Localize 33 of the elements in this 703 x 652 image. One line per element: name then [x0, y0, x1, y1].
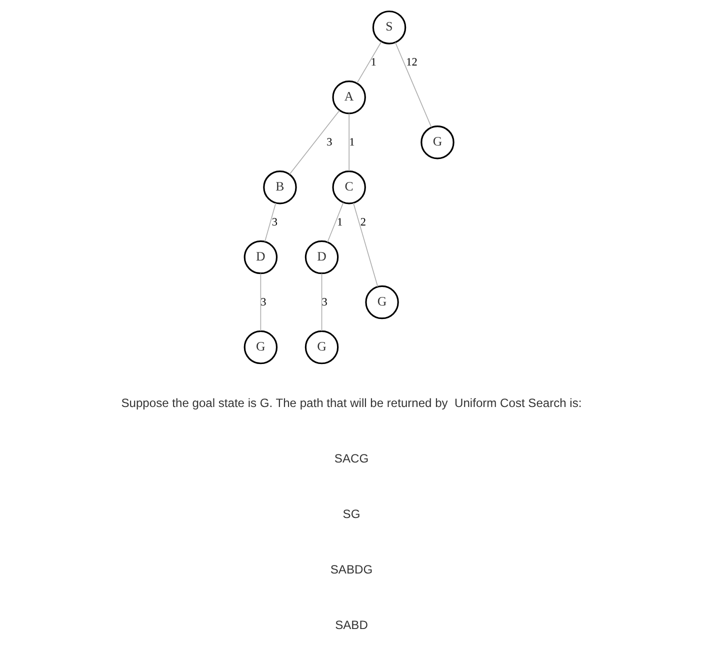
edge-label: 3 — [326, 136, 332, 148]
label: SABD — [335, 618, 368, 632]
connector — [327, 202, 344, 243]
edge-label: 12 — [406, 56, 418, 68]
edge-label: 3 — [322, 296, 328, 308]
node-circle: B — [263, 170, 297, 204]
connector — [348, 113, 350, 172]
node-circle: G — [420, 125, 454, 160]
label: Suppose the goal state is G. The path that will be returned by Uniform Cost Search is: — [121, 396, 582, 410]
node-circle: S — [372, 10, 406, 44]
node-circle: G — [244, 330, 278, 364]
edge-label: 2 — [360, 216, 366, 228]
connector — [264, 202, 276, 242]
node-circle: G — [304, 330, 339, 364]
label: SACG — [334, 452, 369, 466]
connector — [260, 273, 262, 332]
edge-label: 1 — [349, 136, 355, 148]
node-circle: G — [365, 285, 399, 320]
node-circle: D — [304, 240, 339, 274]
edge-label: 1 — [370, 56, 376, 68]
label: SG — [342, 507, 360, 522]
node-circle: D — [244, 240, 278, 274]
node-circle: C — [332, 170, 366, 204]
label: SABDG — [330, 562, 373, 577]
connector — [289, 110, 340, 175]
connector — [356, 41, 382, 84]
edge-label: 1 — [337, 216, 343, 228]
edge-label: 3 — [272, 216, 278, 228]
node-circle: A — [332, 80, 366, 114]
connector — [394, 42, 432, 128]
edge-label: 3 — [260, 296, 266, 308]
connector — [321, 273, 322, 332]
connector — [353, 202, 378, 288]
